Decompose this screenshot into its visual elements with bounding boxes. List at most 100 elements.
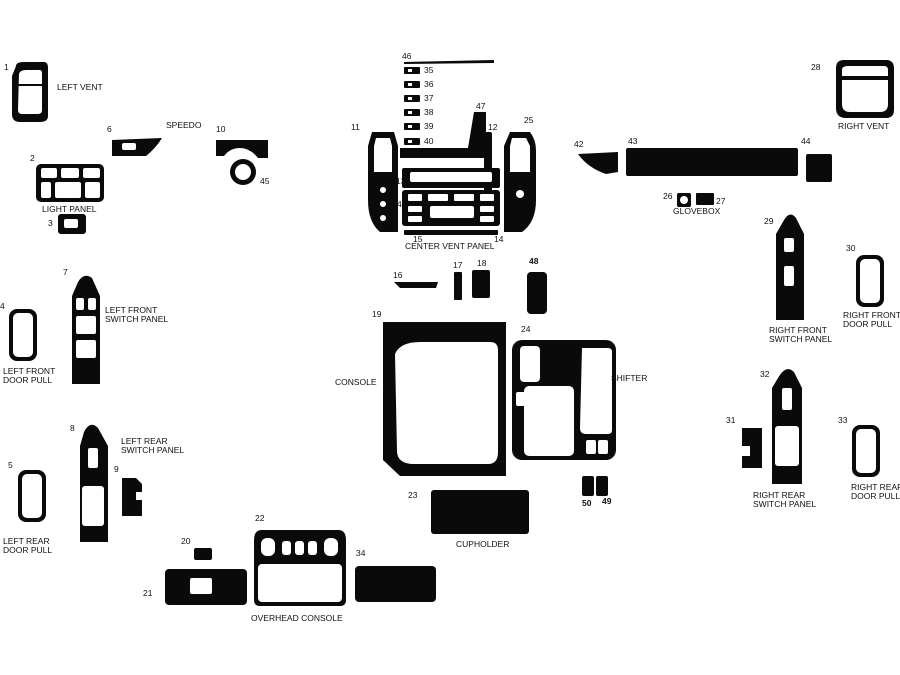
label-left-front-switch-2: SWITCH PANEL <box>105 314 168 324</box>
number-34: 34 <box>356 548 366 558</box>
piece-26 <box>677 193 691 207</box>
piece-49 <box>596 476 608 496</box>
number-27: 27 <box>716 196 726 206</box>
piece-45-gauge-ring <box>230 159 256 185</box>
piece-4-left-front-door-pull <box>9 309 37 361</box>
number-13: 13 <box>396 176 406 186</box>
piece-16 <box>394 282 438 288</box>
number-10: 10 <box>216 124 226 134</box>
number-20: 20 <box>181 536 191 546</box>
piece-21 <box>165 569 247 605</box>
number-5: 5 <box>8 460 13 470</box>
piece-19-console <box>383 322 506 476</box>
number-18: 18 <box>477 258 487 268</box>
number-29: 29 <box>764 216 774 226</box>
number-44: 44 <box>801 136 811 146</box>
piece-31 <box>742 428 762 468</box>
label-right-vent: RIGHT VENT <box>838 121 889 131</box>
number-39: 39 <box>424 121 434 131</box>
number-9: 9 <box>114 464 119 474</box>
label-right-front-switch-2: SWITCH PANEL <box>769 334 832 344</box>
label-left-front-door-1: LEFT FRONT <box>3 366 55 376</box>
piece-24-shifter <box>512 340 616 460</box>
piece-3 <box>58 214 86 234</box>
number-12: 12 <box>488 122 498 132</box>
piece-23-cupholder <box>431 490 529 534</box>
piece-32-right-rear-switch-panel <box>772 369 802 484</box>
number-19: 19 <box>372 309 382 319</box>
piece-8-left-rear-switch-panel <box>80 424 108 542</box>
number-17: 17 <box>453 260 463 270</box>
number-36: 36 <box>424 79 434 89</box>
piece-25-center-right-vent <box>504 132 536 232</box>
number-26: 26 <box>663 191 673 201</box>
number-21: 21 <box>143 588 153 598</box>
piece-10 <box>216 140 268 158</box>
piece-41-radio-panel <box>402 190 500 226</box>
number-32: 32 <box>760 369 770 379</box>
label-right-rear-switch-2: SWITCH PANEL <box>753 499 816 509</box>
piece-43 <box>626 148 798 176</box>
label-speedo: SPEEDO <box>166 120 202 130</box>
number-38: 38 <box>424 107 434 117</box>
label-right-front-switch-1: RIGHT FRONT <box>769 325 827 335</box>
label-left-rear-switch-1: LEFT REAR <box>121 436 168 446</box>
piece-5-left-rear-door-pull <box>18 470 46 522</box>
label-left-rear-door-2: DOOR PULL <box>3 545 52 555</box>
label-overhead-console: OVERHEAD CONSOLE <box>251 613 343 623</box>
piece-50 <box>582 476 594 496</box>
label-center-vent-panel: CENTER VENT PANEL <box>405 241 495 251</box>
number-14: 14 <box>494 234 504 244</box>
piece-15-center-base <box>404 230 498 235</box>
number-24: 24 <box>521 324 531 334</box>
piece-22-overhead-console <box>254 530 346 606</box>
label-right-rear-switch-1: RIGHT REAR <box>753 490 805 500</box>
piece-42 <box>578 152 618 174</box>
number-50: 50 <box>582 498 592 508</box>
number-22: 22 <box>255 513 265 523</box>
number-4: 4 <box>0 301 5 311</box>
number-37: 37 <box>424 93 434 103</box>
piece-20 <box>194 548 212 560</box>
number-42: 42 <box>574 139 584 149</box>
piece-44 <box>806 154 832 182</box>
number-43: 43 <box>628 136 638 146</box>
label-light-panel: LIGHT PANEL <box>42 204 97 214</box>
number-46: 46 <box>402 51 412 61</box>
number-25: 25 <box>524 115 534 125</box>
piece-33-right-rear-door-pull <box>852 425 880 477</box>
piece-30-right-front-door-pull <box>856 255 884 307</box>
label-left-rear-switch-2: SWITCH PANEL <box>121 445 184 455</box>
label-right-rear-door-1: RIGHT REAR <box>851 482 900 492</box>
piece-13-center-bezel <box>402 168 500 188</box>
number-28: 28 <box>811 62 821 72</box>
number-7: 7 <box>63 267 68 277</box>
number-31: 31 <box>726 415 736 425</box>
piece-48 <box>527 272 547 314</box>
piece-7-left-front-switch-panel <box>72 275 100 384</box>
piece-11-center-left-vent <box>368 132 398 232</box>
number-3: 3 <box>48 218 53 228</box>
piece-18 <box>472 270 490 298</box>
number-48: 48 <box>529 256 539 266</box>
number-47: 47 <box>476 101 486 111</box>
number-2: 2 <box>30 153 35 163</box>
number-30: 30 <box>846 243 856 253</box>
label-shifter: SHIFTER <box>611 373 647 383</box>
label-left-front-switch-1: LEFT FRONT <box>105 305 157 315</box>
piece-6 <box>112 138 162 156</box>
piece-1-left-vent <box>12 62 48 122</box>
number-45: 45 <box>260 176 270 186</box>
label-right-front-door-1: RIGHT FRONT <box>843 310 900 320</box>
number-11: 11 <box>351 122 360 132</box>
number-40: 40 <box>424 136 434 146</box>
number-15: 15 <box>413 234 423 244</box>
piece-46 <box>404 60 494 64</box>
piece-47 <box>400 112 486 158</box>
piece-28-right-vent <box>836 60 894 118</box>
label-left-vent: LEFT VENT <box>57 82 103 92</box>
label-console: CONSOLE <box>335 377 377 387</box>
piece-17 <box>454 272 462 300</box>
number-35: 35 <box>424 65 434 75</box>
